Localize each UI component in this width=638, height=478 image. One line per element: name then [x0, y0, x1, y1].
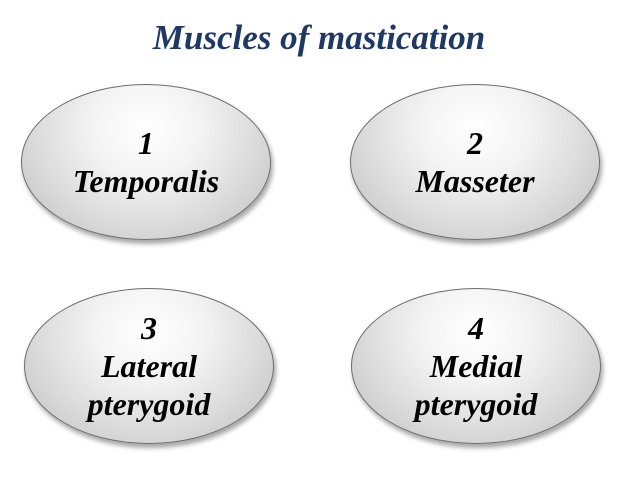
muscle-name: Masseter	[415, 163, 535, 199]
muscle-name: Lateral pterygoid	[87, 348, 211, 422]
muscle-name: Medial pterygoid	[414, 348, 538, 422]
muscle-name: Temporalis	[72, 163, 220, 199]
muscle-node-lateral-pterygoid: 3 Lateral pterygoid	[24, 288, 274, 444]
slide-title: Muscles of mastication	[152, 18, 486, 57]
muscle-number: 4	[468, 310, 484, 346]
muscle-number: 1	[138, 125, 154, 161]
muscle-number: 3	[141, 310, 157, 346]
muscle-node-masseter: 2 Masseter	[350, 84, 600, 240]
muscle-node-medial-pterygoid: 4 Medial pterygoid	[351, 288, 601, 444]
muscle-number: 2	[467, 125, 483, 161]
muscle-node-temporalis: 1 Temporalis	[21, 84, 271, 240]
